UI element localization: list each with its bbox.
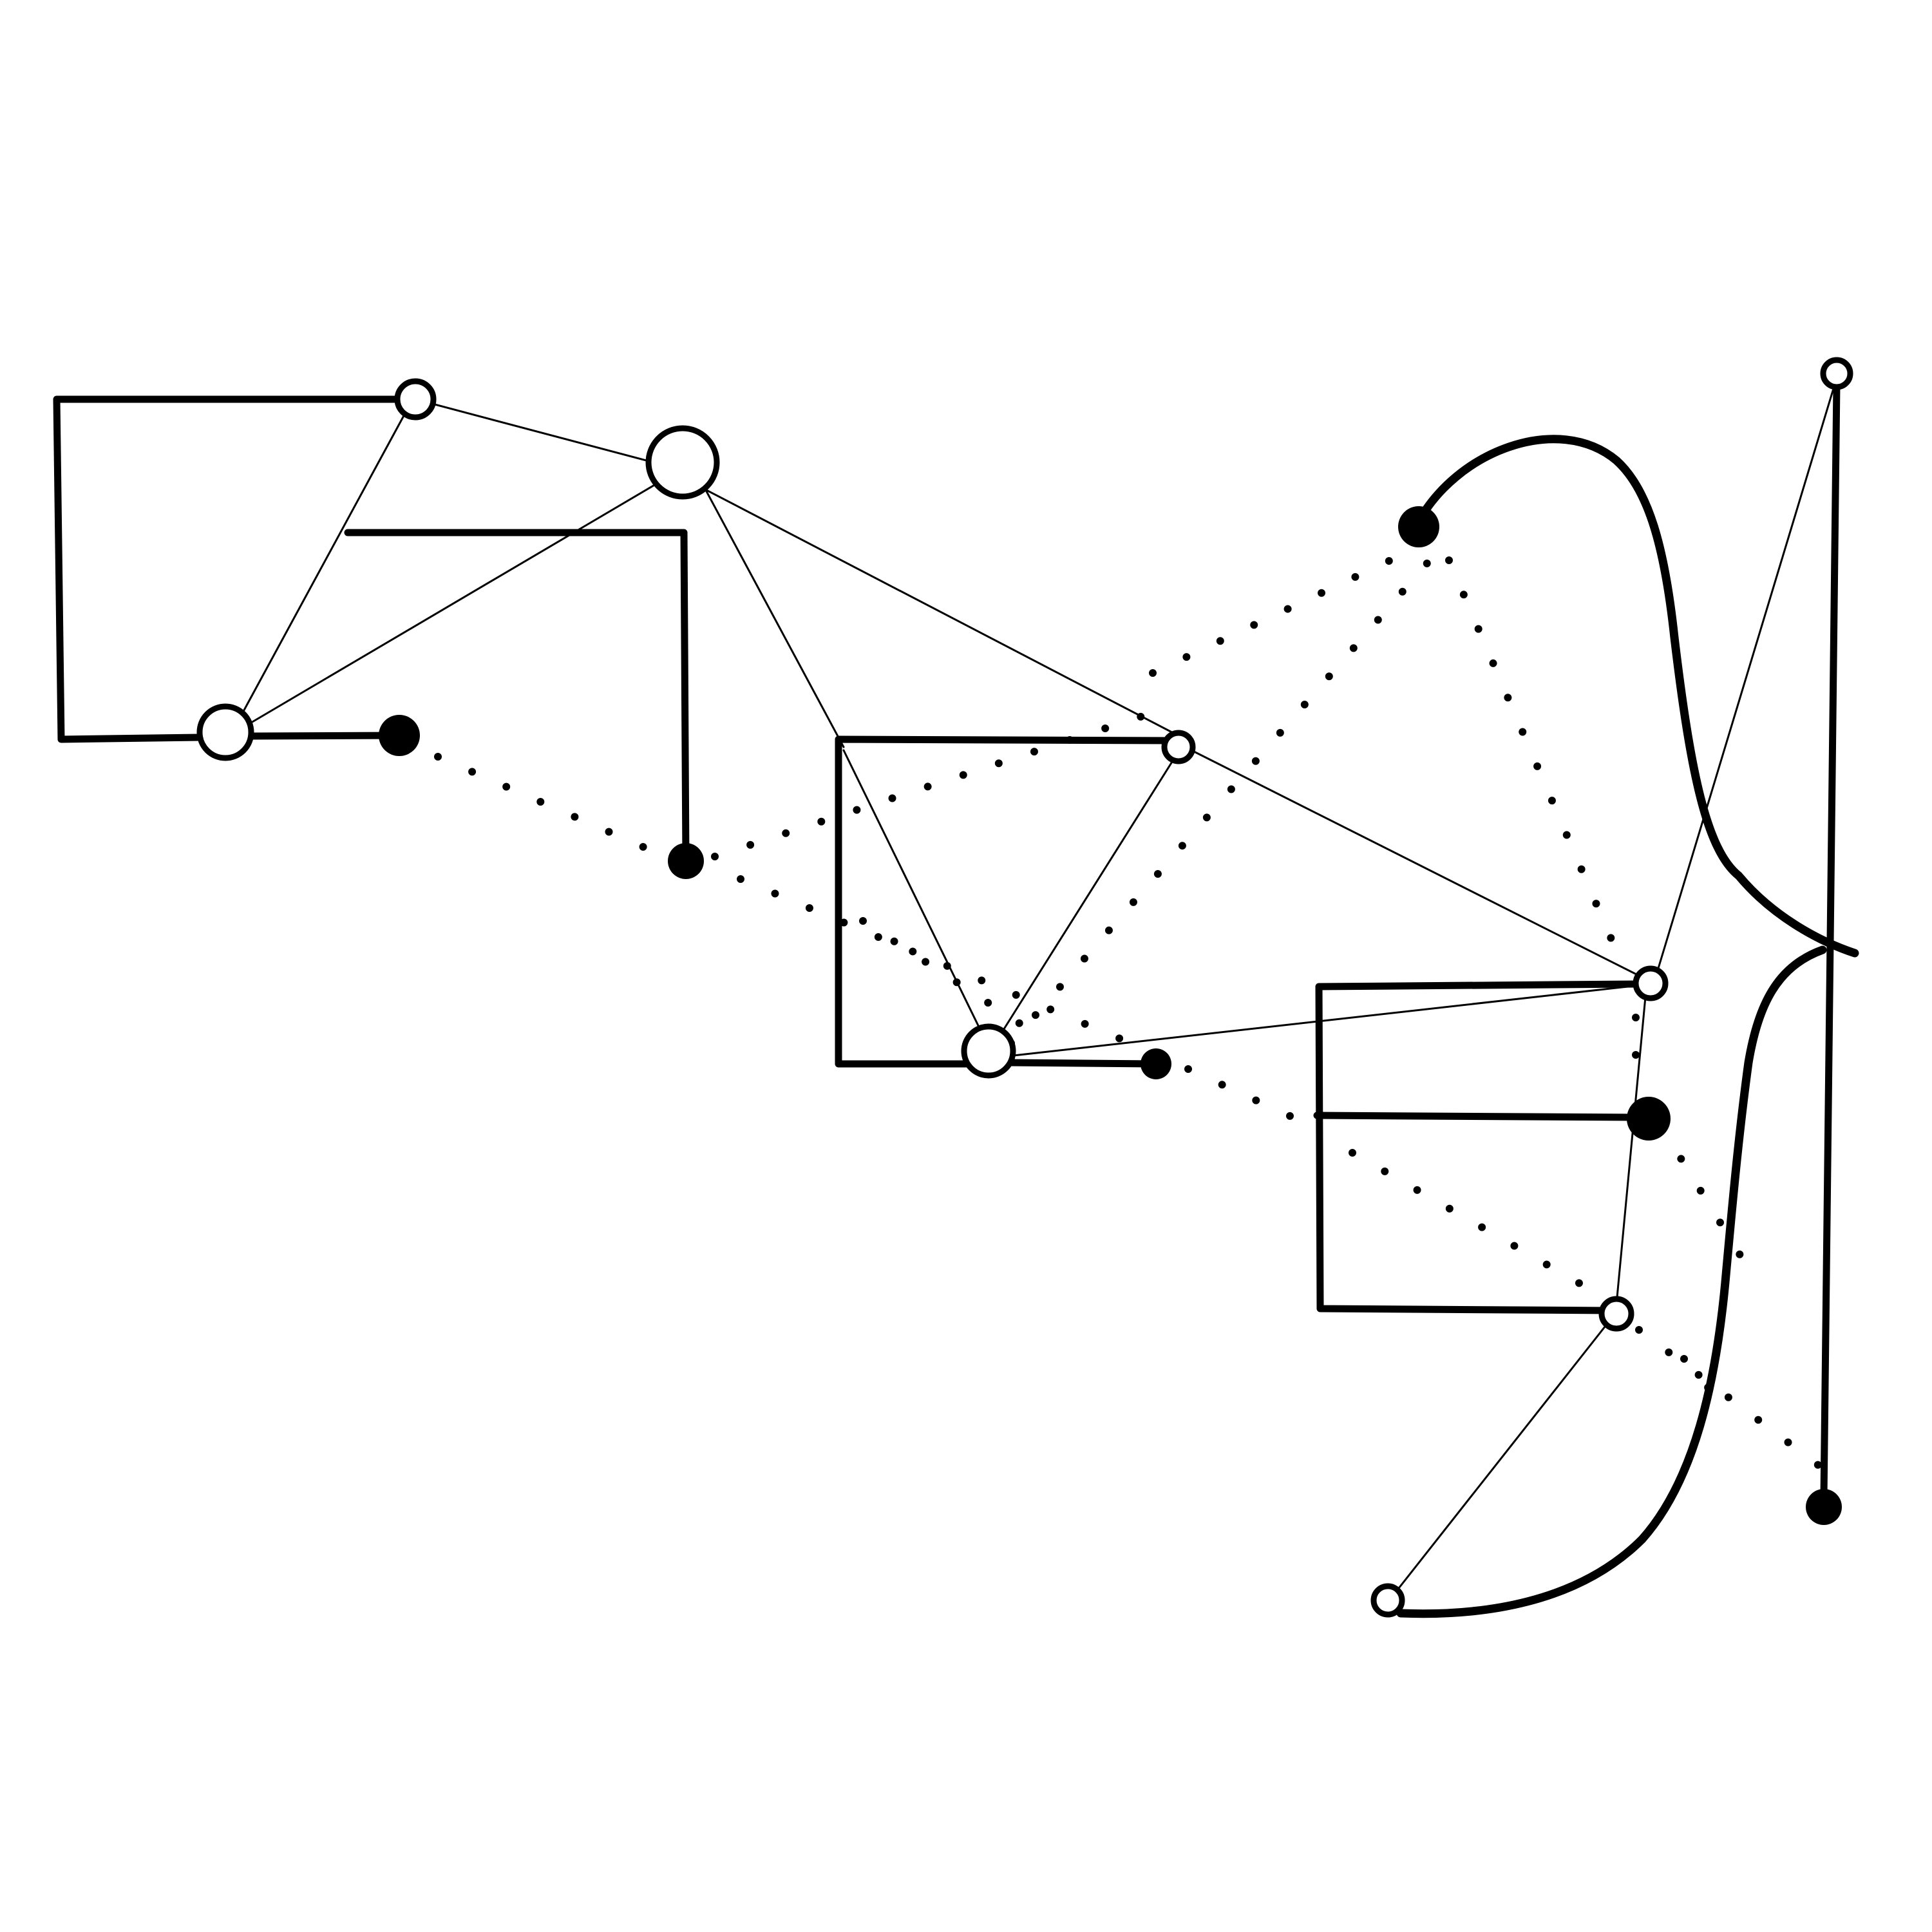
- line: [414, 398, 684, 471]
- open-circle-node: [1370, 1583, 1405, 1618]
- dotted-line: [1635, 1326, 1826, 1472]
- open-circle-node: [1161, 730, 1196, 764]
- line: [240, 411, 407, 716]
- open-nodes: [196, 357, 1853, 1618]
- open-circle-node: [645, 425, 720, 500]
- dotted-line: [1349, 1149, 1614, 1305]
- filled-node: [1398, 506, 1439, 547]
- line: [1007, 984, 1640, 1057]
- stem-left-filled: [247, 732, 400, 740]
- thin-lines: [240, 385, 1835, 1595]
- line: [994, 755, 1177, 1045]
- dotted-lines: [434, 550, 1826, 1472]
- bracket-left-inner: [344, 529, 690, 864]
- rectangle-middle: [835, 735, 1176, 1068]
- dotted-line: [737, 875, 1150, 1054]
- curve-upper: [1412, 435, 1859, 958]
- filled-node: [1806, 1489, 1842, 1525]
- dotted-line: [1149, 550, 1408, 677]
- open-circle-node: [196, 703, 254, 761]
- open-circle-node: [394, 378, 437, 421]
- curves: [1396, 435, 1859, 1618]
- line: [1393, 1319, 1611, 1595]
- line: [1615, 996, 1647, 1305]
- filled-node: [1627, 1097, 1671, 1141]
- line: [1190, 749, 1647, 980]
- filled-node: [1141, 1048, 1171, 1079]
- filled-nodes: [379, 506, 1842, 1525]
- bar-right-middle: [1313, 1112, 1640, 1121]
- filled-node: [379, 715, 420, 756]
- rectangle-left: [53, 395, 411, 743]
- line: [704, 488, 1183, 739]
- line: [701, 482, 845, 748]
- open-circle-node: [961, 1023, 1016, 1079]
- dotted-line: [859, 917, 1034, 1034]
- open-circle-node: [1598, 1296, 1634, 1332]
- dotted-line: [1007, 556, 1434, 1047]
- dotted-line: [711, 711, 1150, 860]
- rectangle-right: [1315, 980, 1640, 1314]
- dotted-line: [1184, 1065, 1318, 1131]
- open-circle-node: [1633, 965, 1669, 1001]
- open-circle-node: [1820, 357, 1853, 390]
- line: [842, 749, 987, 1041]
- filled-node: [668, 843, 704, 879]
- curve-lower: [1396, 945, 1827, 1618]
- line: [247, 478, 665, 726]
- stem-middle-filled: [1004, 1059, 1160, 1068]
- line: [1654, 385, 1835, 980]
- dotted-line: [1445, 556, 1627, 970]
- dotted-line: [434, 753, 654, 854]
